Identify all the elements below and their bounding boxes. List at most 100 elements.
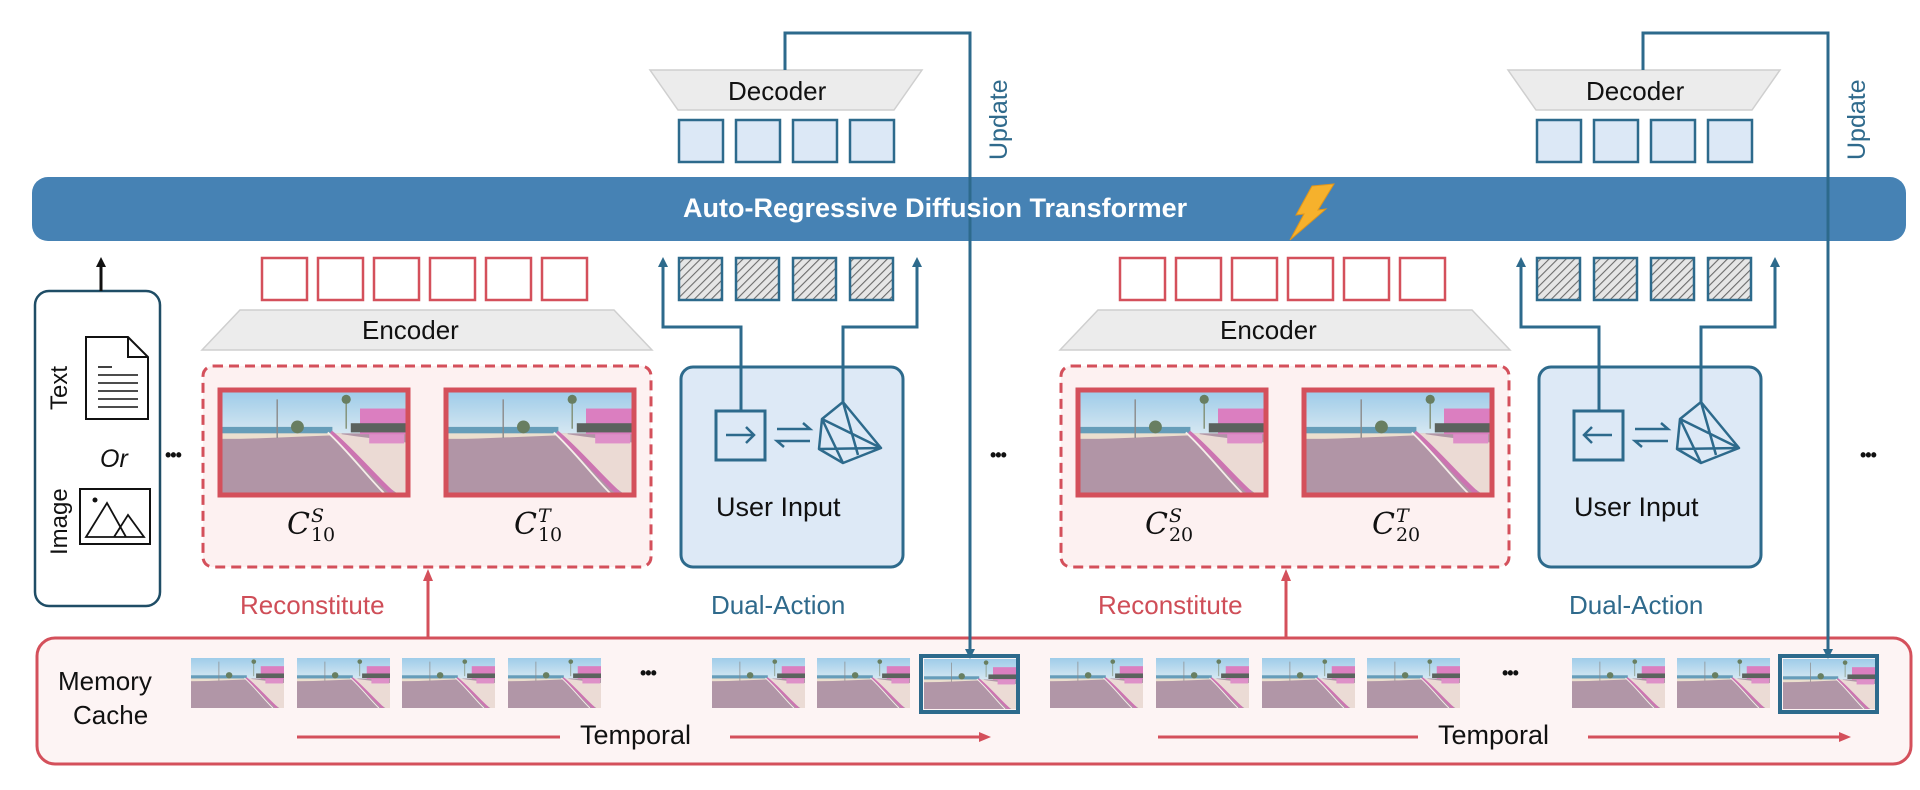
block-2-exchange-icon [1631,422,1672,448]
block-1-encoder-token [372,256,421,302]
block-2-camera-pose-icon [1675,400,1741,465]
block-2-target-condition-label-subscript: 20 [1395,524,1421,546]
block-1-decoder-token [677,118,725,164]
block-1-reconstitute-label: Reconstitute [240,590,385,620]
block-1-target-frame [443,387,637,498]
block-2-arrow-left-icon [1582,426,1612,444]
block-1-source-condition-label-base: C [287,507,310,542]
block-2-dual-action-label: Dual-Action [1569,590,1704,620]
text-input-label: Text [46,365,73,410]
memory-cache-label-line2: Cache [73,700,149,730]
block-1-encoder-token [540,256,589,302]
block-2-source-condition-label-superscript: S [1168,505,1182,527]
block-1-update-arrow [783,31,975,659]
block-2-encoder-token [1342,256,1391,302]
memory-ellipsis-1: ••• [640,663,657,683]
block-2-decoder-token [1535,118,1583,164]
block-1-camera-pose-icon [817,400,883,465]
block-1-update-label: Update [985,79,1013,160]
block-1-decoder-token [848,118,896,164]
block-1-key-action-arrow [658,257,743,410]
memory-frame-latest-border [919,654,1020,714]
block-1-action-token [734,256,781,302]
block-1-encoder-trapezoid [200,309,654,351]
block-1-target-condition-label-superscript: T [537,505,551,527]
block-1-source-condition-label-subscript: 10 [310,524,336,546]
block-2-source-condition-label-base: C [1145,507,1168,542]
block-2-encoder-trapezoid [1058,309,1512,351]
block-1-arrow-right-icon [726,426,756,444]
block-2-target-condition-label-base: C [1372,507,1395,542]
block-2-encoder-token [1230,256,1279,302]
transformer-title: Auto-Regressive Diffusion Transformer [683,193,1188,223]
block-1-source-condition-label-superscript: S [310,505,324,527]
temporal-label-2: Temporal [1438,720,1550,750]
block-1-encoder-token [484,256,533,302]
block-2-encoder-token [1286,256,1335,302]
block-2-action-token [1592,256,1639,302]
block-2-reconstitute-label: Reconstitute [1098,590,1243,620]
block-1-decoder-token [734,118,782,164]
block-2-encoder-token [1398,256,1447,302]
block-2-key-icon [1572,409,1625,462]
block-1-target-condition-label-subscript: 10 [537,524,563,546]
block-2-decoder-token [1706,118,1754,164]
or-label: Or [100,445,128,473]
ellipsis-right: ••• [1860,445,1877,465]
block-2-source-condition-label-subscript: 20 [1168,524,1194,546]
block-1-target-condition-label-base: C [514,507,537,542]
block-1-dual-action-label: Dual-Action [711,590,846,620]
block-2-source-frame [1075,387,1269,498]
block-2-target-condition-label-superscript: T [1395,505,1409,527]
block-2-action-token [1649,256,1696,302]
block-2-encoder-token [1118,256,1167,302]
memory-frame-latest-border [1778,654,1879,714]
block-1-decoder-token [791,118,839,164]
image-input-label: Image [46,488,73,555]
block-1-encoder-token [316,256,365,302]
image-icon-sun [92,497,98,503]
block-2-group [1058,31,1833,659]
block-1-decoder-label: Decoder [728,76,827,106]
block-2-camera-action-arrow [1699,257,1780,402]
block-2-encoder-token [1174,256,1223,302]
temporal-label-1: Temporal [580,720,692,750]
block-1-decoder-trapezoid [648,69,924,111]
block-2-user-input-label: User Input [1574,492,1699,522]
block-2-key-action-arrow [1516,257,1601,410]
block-1-source-frame [217,387,411,498]
block-2-update-label: Update [1843,79,1871,160]
block-1-group [200,31,975,659]
block-2-encoder-label: Encoder [1220,315,1317,345]
block-2-update-arrow [1641,31,1833,659]
block-1-action-token [791,256,838,302]
block-2-decoder-token [1592,118,1640,164]
ellipsis-left: ••• [165,445,182,465]
memory-cache-label-line1: Memory [58,666,152,696]
block-1-exchange-icon [773,422,814,448]
block-2-action-token [1706,256,1753,302]
image-icon-mountains [84,501,146,538]
block-1-encoder-token [260,256,309,302]
block-2-decoder-token [1649,118,1697,164]
block-2-decoder-label: Decoder [1586,76,1685,106]
ellipsis-middle: ••• [990,445,1007,465]
memory-ellipsis-2: ••• [1502,663,1519,683]
block-1-action-token [848,256,895,302]
block-1-action-token [677,256,724,302]
block-1-key-icon [714,409,767,462]
block-1-encoder-label: Encoder [362,315,459,345]
block-2-action-token [1535,256,1582,302]
block-1-camera-action-arrow [841,257,922,402]
block-1-encoder-token [428,256,477,302]
lightning-icon [1289,183,1335,241]
block-2-decoder-trapezoid [1506,69,1782,111]
block-1-user-input-label: User Input [716,492,841,522]
